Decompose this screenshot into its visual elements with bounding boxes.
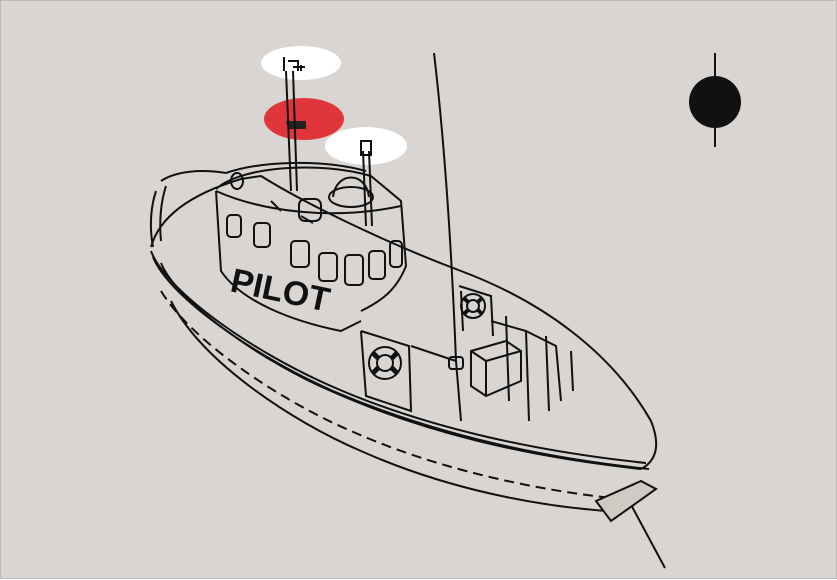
stern-line: [629, 501, 665, 568]
hull-lettering: PILOT: [227, 262, 333, 320]
aerial-line: [434, 53, 456, 361]
signal-lights: [261, 46, 407, 165]
red-all-round-light: [264, 98, 344, 140]
white-forward-light: [325, 127, 407, 165]
day-shape-ball: [689, 53, 741, 147]
white-masthead-light: [261, 46, 341, 80]
deck-equipment: [361, 286, 573, 421]
